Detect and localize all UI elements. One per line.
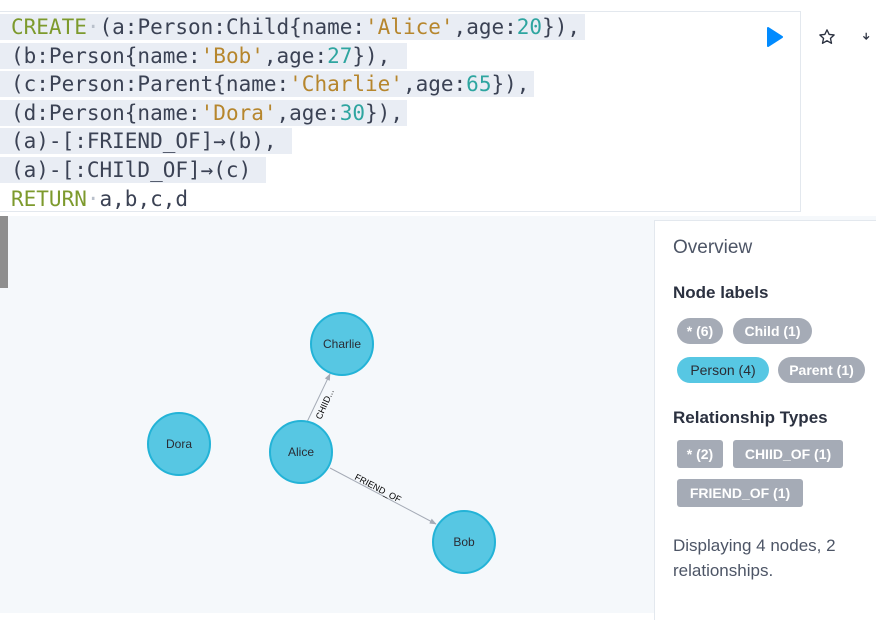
code-token: ,age: (402, 72, 467, 97)
node-label-all[interactable]: * (6) (677, 318, 723, 344)
download-icon (862, 32, 870, 40)
code-token: (c:Person:Parent{name: (11, 72, 290, 97)
code-token: 'Alice' (365, 15, 454, 39)
code-line[interactable]: (b:Person{name:'Bob',age:27}), (0, 42, 580, 71)
code-token: RETURN (11, 186, 87, 211)
more-button[interactable] (862, 24, 876, 50)
play-icon (767, 27, 783, 47)
code-text: (d:Person{name:'Dora',age:30}), (11, 101, 403, 125)
graph-canvas[interactable]: CHIID... FRIEND_OF Charlie Dora Alice Bo… (0, 216, 654, 613)
code-token: }), (542, 15, 580, 39)
selection-highlight (0, 128, 292, 155)
code-line[interactable]: (a)-[:FRIEND_OF]→(b), (0, 127, 580, 156)
rel-type-all[interactable]: * (2) (677, 440, 723, 468)
node-label-parent[interactable]: Parent (1) (778, 357, 865, 383)
code-token: · (86, 186, 100, 211)
code-token: (d:Person{name: (11, 100, 201, 125)
node-label: Alice (288, 445, 314, 459)
query-editor[interactable]: CREATE·(a:Person:Child{name:'Alice',age:… (0, 11, 870, 214)
code-token: (a:Person:Child{name: (99, 15, 366, 39)
selection-highlight (0, 156, 266, 183)
selection-highlight (0, 42, 407, 69)
code-line[interactable]: (d:Person{name:'Dora',age:30}), (0, 99, 580, 128)
code-text: CREATE·(a:Person:Child{name:'Alice',age:… (11, 15, 580, 39)
code-line[interactable]: RETURN·a,b,c,d (11, 185, 580, 214)
relationship-friend-of[interactable]: FRIEND_OF (329, 467, 437, 525)
resize-handle[interactable] (0, 216, 8, 288)
cypher-code[interactable]: CREATE·(a:Person:Child{name:'Alice',age:… (0, 13, 585, 214)
node-label: Charlie (323, 337, 361, 351)
node-label-person[interactable]: Person (4) (677, 357, 769, 383)
star-icon (819, 29, 835, 44)
overview-title: Overview (673, 237, 753, 258)
selection-highlight (0, 99, 407, 126)
code-token: (b:Person{name: (11, 43, 201, 68)
code-token: · (86, 15, 100, 39)
overview-panel: Overview Node labels * (6) Child (1) Per… (654, 220, 876, 620)
node-charlie[interactable]: Charlie (310, 312, 374, 376)
code-token: ,age: (453, 15, 517, 39)
relationship-child-of[interactable]: CHIID... (306, 373, 336, 423)
code-token: CREATE (11, 15, 87, 39)
code-text: (a)-[:FRIEND_OF]→(b), (11, 129, 277, 153)
code-token: 65 (466, 72, 492, 97)
code-text: (a)-[:CHIlD_OF]→(c) (11, 158, 251, 182)
code-text: RETURN·a,b,c,d (11, 187, 188, 211)
rel-type-child-of[interactable]: CHIID_OF (1) (733, 440, 843, 468)
code-line[interactable]: CREATE·(a:Person:Child{name:'Alice',age:… (0, 13, 585, 42)
code-line[interactable]: (a)-[:CHIlD_OF]→(c) (0, 156, 580, 185)
code-token: }), (352, 43, 391, 68)
code-token: }), (365, 100, 403, 125)
code-line[interactable]: (c:Person:Parent{name:'Charlie',age:65})… (0, 70, 580, 99)
code-text: (b:Person{name:'Bob',age:27}), (11, 44, 390, 68)
relationship-label: CHIID... (314, 387, 336, 420)
code-token: (a)-[:CHIlD_OF]→(c) (11, 157, 252, 182)
code-token: }), (491, 72, 530, 97)
code-text: (c:Person:Parent{name:'Charlie',age:65})… (11, 72, 529, 96)
graph-visualization[interactable]: CHIID... FRIEND_OF Charlie Dora Alice Bo… (0, 216, 876, 620)
node-label: Dora (166, 437, 192, 451)
code-token: 27 (327, 43, 353, 68)
code-token: 'Charlie' (289, 72, 403, 97)
code-token: 'Dora' (200, 100, 277, 125)
run-button[interactable] (762, 24, 788, 50)
code-token: 'Bob' (200, 43, 264, 68)
code-token: (a)-[:FRIEND_OF]→(b), (11, 129, 277, 154)
rel-type-friend-of[interactable]: FRIEND_OF (1) (677, 479, 803, 507)
display-summary: Displaying 4 nodes, 2 relationships. (673, 536, 836, 580)
relationship-types-heading: Relationship Types (673, 408, 828, 427)
code-token: ,age: (276, 100, 340, 125)
relationship-label: FRIEND_OF (353, 472, 403, 505)
node-alice[interactable]: Alice (269, 420, 333, 484)
favorite-button[interactable] (814, 24, 840, 50)
code-token: a,b,c,d (99, 186, 189, 211)
code-token: 30 (339, 100, 366, 125)
selection-highlight (0, 71, 534, 98)
node-label: Bob (453, 535, 475, 549)
node-bob[interactable]: Bob (432, 510, 496, 574)
node-label-child[interactable]: Child (1) (733, 318, 812, 344)
node-labels-heading: Node labels (673, 283, 769, 302)
selection-highlight (0, 14, 585, 40)
code-token: ,age: (263, 43, 328, 68)
code-token: 20 (516, 15, 543, 39)
node-dora[interactable]: Dora (147, 412, 211, 476)
